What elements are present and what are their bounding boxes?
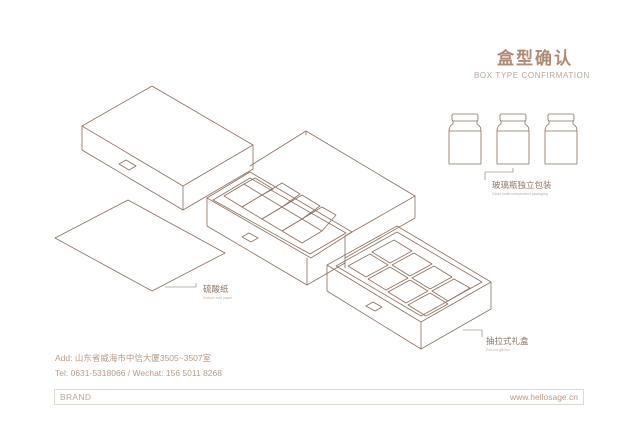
page-title: 盒型确认 — [497, 49, 573, 69]
glass-bottle-2 — [496, 113, 530, 165]
contact-phone: Tel: 0631-5318066 / Wechat: 156 5011 826… — [55, 368, 222, 378]
drawer-box-sublabel: Pull-out gift box — [486, 348, 511, 352]
drawer-box-label: 抽拉式礼盒 — [486, 337, 529, 347]
footer-brand: BRAND — [60, 392, 92, 402]
footer-bar — [54, 389, 584, 405]
glass-bottle-label: 玻璃瓶独立包装 — [492, 181, 552, 191]
closed-box — [81, 85, 254, 211]
glass-bottle-1 — [448, 113, 482, 165]
glass-bottle-3 — [544, 113, 578, 165]
sulfuric-paper-sublabel: Sulfuric acid paper — [203, 296, 232, 300]
sleeve-box — [206, 130, 416, 286]
page-subtitle: BOX TYPE CONFIRMATION — [474, 71, 590, 80]
glass-bottle-sublabel: Glass bottle independent packaging — [492, 192, 548, 196]
footer-website-link[interactable]: www.hellosage.cn — [509, 392, 578, 402]
leader-line-drawer — [463, 329, 483, 337]
sulfuric-paper-label: 硫酸纸 — [203, 285, 229, 295]
sulfuric-paper-sheet — [54, 199, 226, 292]
leader-line-paper — [165, 283, 197, 288]
pull-out-tray — [326, 225, 492, 350]
leader-line-bottles — [484, 168, 514, 180]
contact-address: Add: 山东省威海市中信大厦3505~3507室 — [55, 353, 212, 363]
